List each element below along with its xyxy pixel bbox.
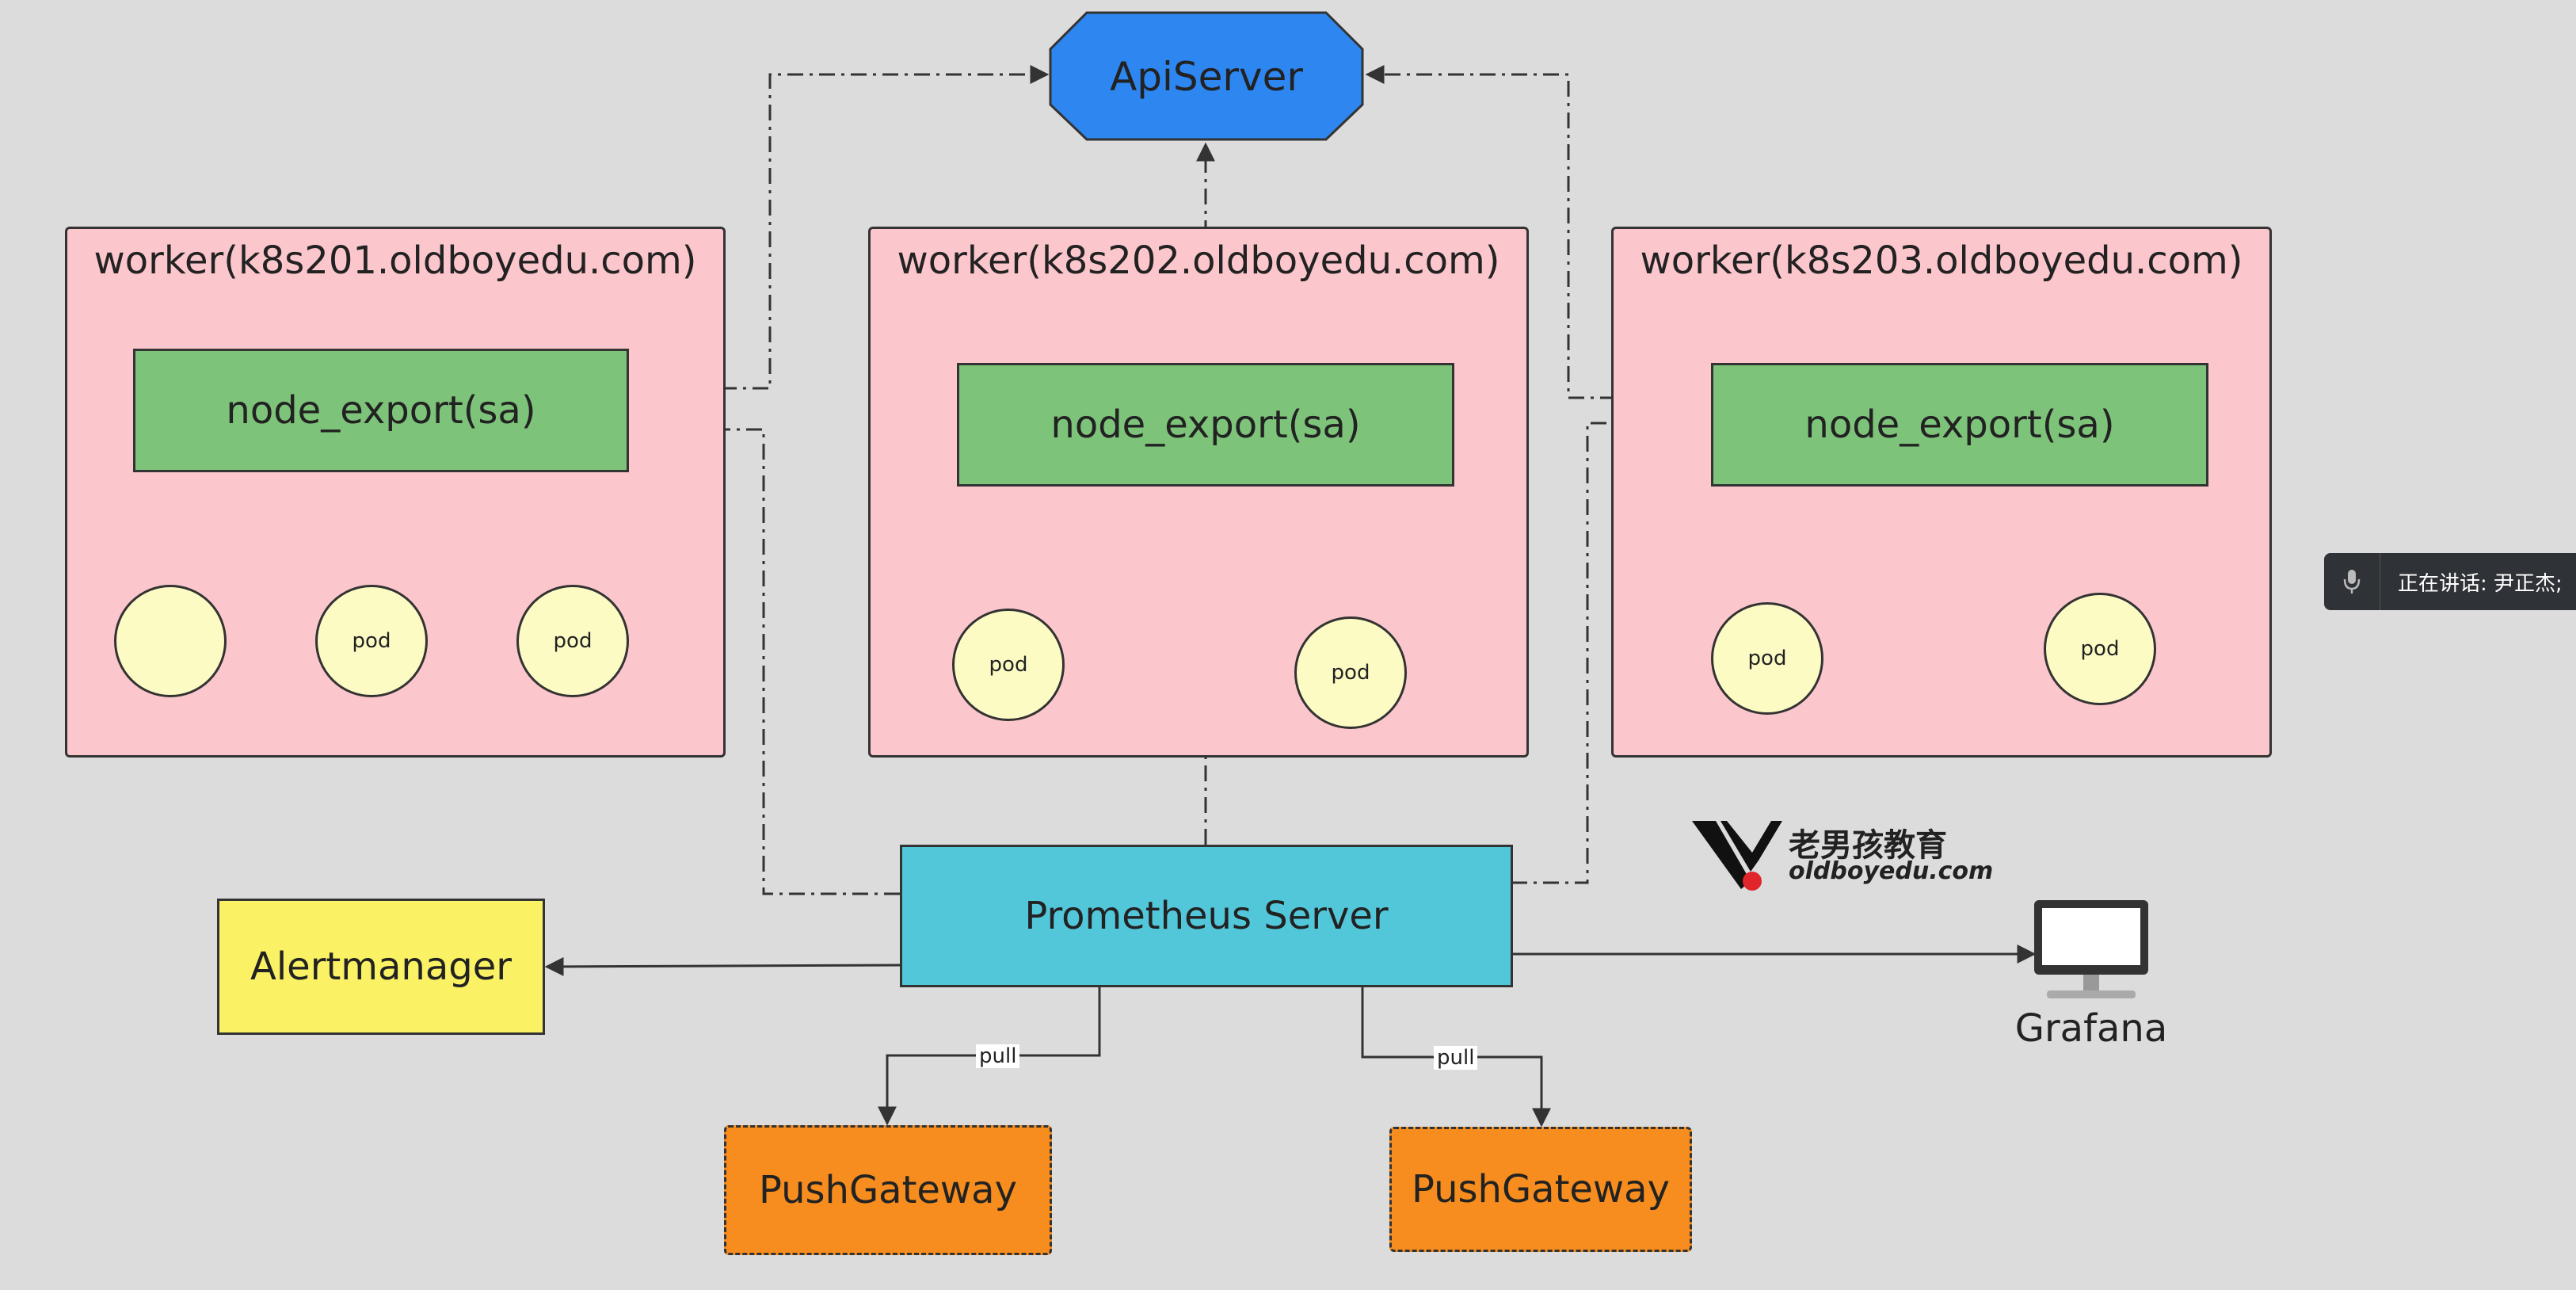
pushgateway-node: PushGateway (724, 1125, 1052, 1255)
node-exporter-k8s202: node_export(sa) (957, 363, 1454, 487)
logo-english-text: oldboyedu.com (1789, 857, 1994, 885)
edge-label-pull: pull (976, 1044, 1020, 1068)
pod-node: pod (2044, 593, 2156, 705)
pod-node (114, 585, 227, 697)
edge-prometheus-alertmanager (544, 956, 902, 976)
microphone-icon (2324, 553, 2380, 610)
logo-chinese-text: 老男孩教育 (1789, 827, 1947, 864)
edge-label-pull: pull (1434, 1046, 1478, 1070)
apiserver-label: ApiServer (1110, 54, 1303, 100)
node-exporter-k8s203: node_export(sa) (1711, 363, 2208, 487)
worker-title: worker(k8s202.oldboyedu.com) (897, 239, 1500, 283)
apiserver-node (1049, 11, 1364, 141)
pushgateway-node: PushGateway (1389, 1127, 1692, 1252)
oldboyedu-logo-icon (1692, 821, 1782, 891)
worker-title: worker(k8s203.oldboyedu.com) (1640, 239, 2243, 283)
worker-node-k8s203: worker(k8s203.oldboyedu.com) (1611, 227, 2272, 758)
monitor-icon (2034, 900, 2148, 998)
prometheus-server-node: Prometheus Server (900, 845, 1513, 987)
pod-node: pod (952, 609, 1065, 721)
worker-title: worker(k8s201.oldboyedu.com) (93, 239, 697, 283)
node-exporter-k8s201: node_export(sa) (133, 349, 629, 472)
speaking-text: 正在讲话: 尹正杰; (2398, 571, 2563, 596)
pod-node: pod (516, 585, 629, 697)
oldboyedu-logo: 老男孩教育 oldboyedu.com (1689, 816, 1993, 895)
pod-node: pod (1711, 602, 1823, 715)
edge-prometheus-exporter3 (1511, 414, 1712, 884)
speaking-indicator: 正在讲话: 尹正杰; (2324, 553, 2576, 610)
pod-node: pod (1294, 616, 1407, 729)
pod-node: pod (315, 585, 428, 697)
grafana-label: Grafana (2014, 1006, 2168, 1051)
alertmanager-node: Alertmanager (217, 899, 545, 1035)
